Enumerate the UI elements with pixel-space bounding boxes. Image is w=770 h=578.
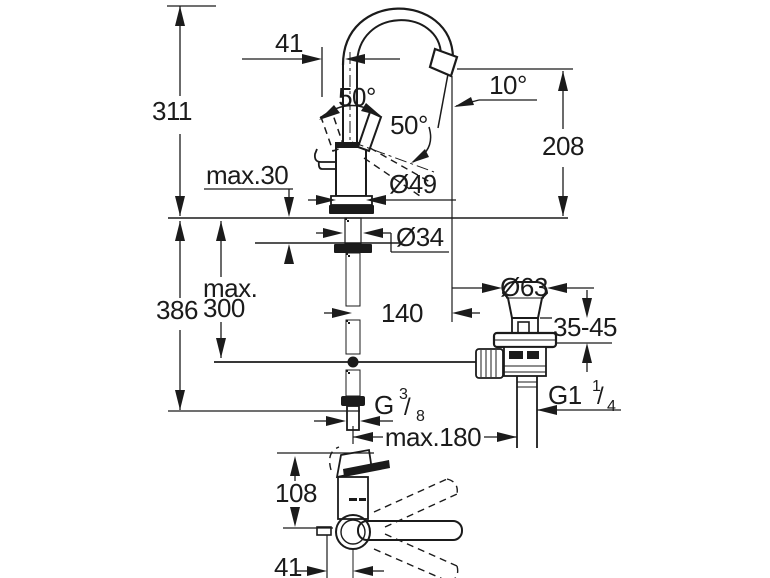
dim-label-41-top: 41: [275, 28, 303, 58]
threaded-shank: [344, 217, 362, 245]
spout-tip-top-view: [343, 460, 390, 477]
front-view: [168, 7, 568, 448]
rod-clamp-knob: [475, 348, 504, 379]
dim-label-10: 10°: [489, 70, 527, 100]
supply-hose-segment-1: [345, 252, 361, 307]
supply-hose-segment-3: [345, 369, 361, 397]
waste-slot-right: [527, 351, 539, 359]
spout-outlet-tip: [428, 47, 459, 78]
dim-supply-thread: G 3 / 8: [314, 386, 426, 426]
base-ring: [329, 205, 374, 214]
waste-neck-tab: [517, 321, 530, 334]
dim-basin-clamp-range: 35-45: [540, 290, 618, 372]
dim-label-d63: Ø63: [500, 272, 548, 302]
dim-label-311: 311: [152, 96, 192, 126]
dim-body-diameter: Ø49: [308, 169, 456, 205]
dim-hose-projection: max.180: [352, 422, 517, 452]
dim-label-max180: max.180: [385, 422, 481, 452]
dim-label-max30: max.30: [206, 160, 288, 190]
dim-label-g114-sub: 4: [607, 398, 616, 415]
dim-top-view-depth: 108: [275, 452, 374, 529]
dim-label-208: 208: [542, 131, 584, 161]
dim-handle-angle-side: 50°: [390, 110, 432, 163]
dim-waste-plug-diameter: Ø63: [452, 272, 594, 302]
spout-outer-curve: [341, 7, 455, 66]
handle-swing-down-dash-1: [373, 548, 443, 578]
water-stream-line: [437, 73, 449, 129]
waste-plug: [501, 281, 549, 319]
faucet-body: [313, 7, 459, 214]
pop-up-waste-assembly: [475, 281, 558, 448]
rod-tab-top-view: [316, 526, 332, 536]
lever-handle: [356, 110, 383, 153]
dim-spray-angle: 10°: [454, 70, 537, 107]
dim-pull-rod-max: max. 300: [203, 221, 258, 358]
dim-label-35-45: 35-45: [553, 312, 617, 342]
dim-label-50-side: 50°: [390, 110, 428, 140]
mounting-nut: [334, 244, 372, 253]
dim-label-386: 386: [156, 295, 198, 325]
cartridge-body: [335, 142, 367, 197]
dim-deck-thickness: max.30: [204, 160, 294, 264]
dim-label-g114-slash: /: [597, 383, 604, 410]
body-top-cap: [336, 143, 366, 148]
dim-label-d49: Ø49: [389, 169, 437, 199]
dim-label-g114-sup: 1: [592, 378, 601, 395]
dim-spout-outlet-height: 208: [457, 68, 584, 216]
dim-label-g38-sup: 3: [399, 386, 408, 403]
dim-label-50-front: 50°: [338, 82, 376, 112]
lever-swing-centerline: [351, 141, 435, 173]
supply-hose-segment-2: [345, 319, 361, 355]
dim-label-41-bottom: 41: [274, 552, 302, 578]
dim-label-g38-sub: 8: [416, 408, 425, 425]
dim-spout-reach: 140: [324, 76, 480, 328]
handle-swing-up-cap: [446, 478, 458, 495]
dim-handle-angle-front: 50°: [319, 82, 381, 120]
dim-waste-thread: G1 1 / 4: [537, 378, 621, 415]
pop-up-rod-lever-bottom: [317, 160, 336, 170]
handle-swing-down-dash-2: [384, 533, 458, 567]
hose-fitting: [341, 396, 365, 406]
handle-swing-up-dash-1: [373, 478, 448, 513]
dim-label-d34: Ø34: [396, 222, 444, 252]
top-view: [316, 446, 463, 578]
dim-mounting-hole: Ø34: [316, 222, 449, 253]
spout-inner-curve: [356, 19, 442, 66]
dim-label-140: 140: [381, 298, 423, 328]
waste-slot-left: [509, 351, 523, 359]
handle-swing-up-dash-2: [384, 493, 458, 528]
dim-overall-height: 311: [152, 5, 216, 216]
rod-pivot-joint: [347, 356, 359, 368]
dim-rod-offset-bottom: 41: [274, 535, 384, 578]
dim-label-max-word: max.: [203, 273, 257, 303]
dim-label-g38-base: G: [374, 390, 394, 420]
dim-label-max-value: 300: [203, 293, 245, 323]
dim-label-g38-slash: /: [404, 394, 411, 421]
dim-label-g114-base: G1: [548, 380, 582, 410]
handle-boss-inner: [340, 519, 366, 545]
mounting-deck: [168, 217, 568, 244]
dim-height-below-deck: 386: [156, 221, 360, 412]
escutcheon: [330, 195, 373, 206]
spout-swivel-dash: [328, 446, 340, 471]
handle-top-view: [357, 520, 463, 541]
handle-swing-down-cap: [454, 565, 459, 578]
dimensions: 41 311 50° 50° 10°: [152, 5, 621, 578]
body-detail-dash-2: [359, 498, 366, 501]
dim-spout-offset-top: 41: [242, 28, 400, 97]
body-detail-dash-1: [349, 498, 357, 501]
dim-label-108: 108: [275, 478, 317, 508]
pop-up-rod-lever-top: [313, 148, 336, 163]
